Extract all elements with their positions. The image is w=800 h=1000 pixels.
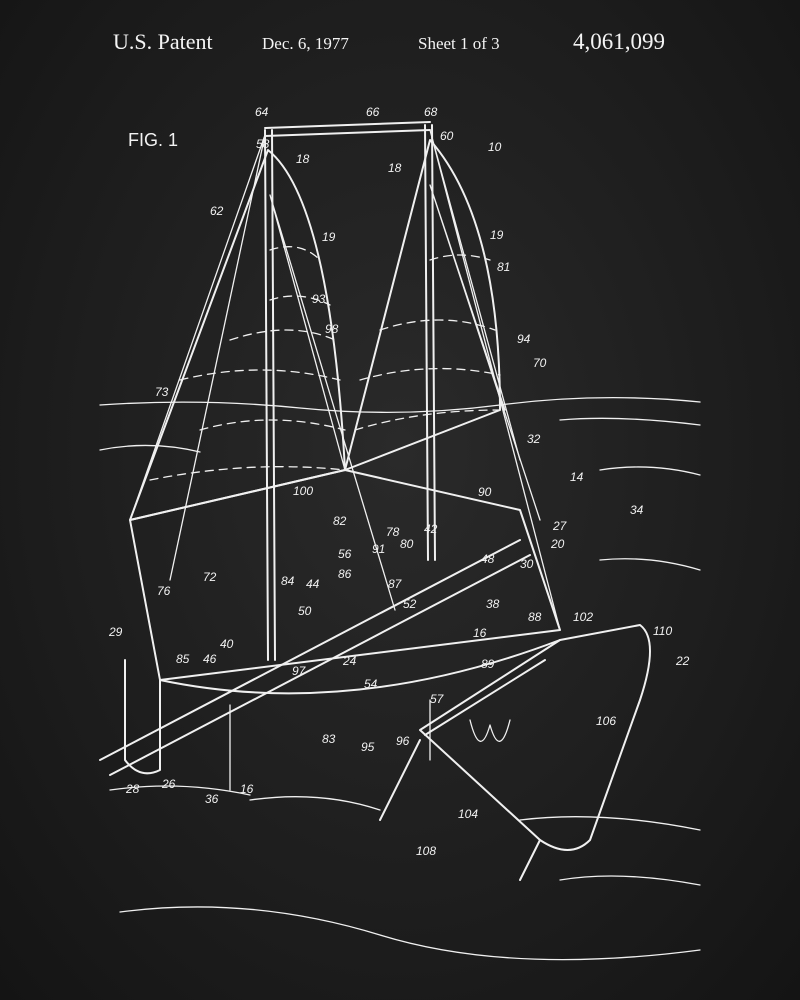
hull-frame	[99, 469, 651, 881]
sheet-number: Sheet 1 of 3	[418, 34, 500, 53]
reference-numeral: 88	[528, 610, 542, 624]
reference-numeral: 19	[322, 230, 336, 244]
reference-numeral: 38	[486, 597, 500, 611]
reference-numeral: 102	[573, 610, 593, 624]
patent-label: U.S. Patent	[113, 29, 213, 54]
reference-numeral: 46	[203, 652, 217, 666]
reference-numeral: 16	[473, 626, 487, 640]
water-waves	[99, 397, 701, 961]
reference-numeral: 94	[517, 332, 531, 346]
rigging	[129, 121, 561, 661]
reference-numeral: 81	[497, 260, 510, 274]
reference-numeral: 87	[388, 577, 403, 591]
sails	[129, 139, 501, 521]
reference-numeral: 36	[205, 792, 219, 806]
reference-numeral: 98	[325, 322, 339, 336]
reference-numeral: 83	[322, 732, 336, 746]
reference-numeral: 20	[550, 537, 565, 551]
reference-numeral: 24	[342, 654, 357, 668]
reference-numeral: 34	[630, 503, 644, 517]
reference-numeral: 82	[333, 514, 347, 528]
reference-numeral: 48	[481, 552, 495, 566]
reference-numeral: 42	[424, 522, 438, 536]
reference-numeral: 90	[478, 485, 492, 499]
reference-numeral: 58	[256, 137, 270, 151]
reference-numeral: 40	[220, 637, 234, 651]
reference-numeral: 66	[366, 105, 380, 119]
reference-numeral: 100	[293, 484, 313, 498]
reference-numeral: 91	[372, 542, 385, 556]
reference-numeral: 62	[210, 204, 224, 218]
reference-numeral: 78	[386, 525, 400, 539]
reference-numeral: 16	[240, 782, 254, 796]
reference-numeral: 70	[533, 356, 547, 370]
reference-numeral: 108	[416, 844, 436, 858]
reference-numeral: 104	[458, 807, 478, 821]
reference-numeral: 80	[400, 537, 414, 551]
reference-numeral: 84	[281, 574, 295, 588]
reference-numeral: 18	[296, 152, 310, 166]
reference-numeral: 96	[396, 734, 410, 748]
reference-numeral: 10	[488, 140, 502, 154]
reference-numeral: 64	[255, 105, 269, 119]
patent-date: Dec. 6, 1977	[262, 34, 349, 53]
reference-numeral: 52	[403, 597, 417, 611]
reference-numeral: 85	[176, 652, 190, 666]
reference-numeral: 93	[312, 292, 326, 306]
reference-numeral: 97	[292, 664, 307, 678]
reference-numeral: 95	[361, 740, 375, 754]
reference-numeral: 22	[675, 654, 690, 668]
reference-numeral: 50	[298, 604, 312, 618]
reference-numeral: 57	[430, 692, 445, 706]
reference-numeral: 44	[306, 577, 320, 591]
reference-numeral: 89	[481, 657, 495, 671]
reference-numeral: 29	[108, 625, 123, 639]
reference-numeral: 19	[490, 228, 504, 242]
patent-number: 4,061,099	[573, 29, 665, 54]
reference-numeral: 56	[338, 547, 352, 561]
reference-numerals: 64 66 68 58 60 10 18 18 62 19 19 81 93 9…	[108, 105, 690, 858]
reference-numeral: 27	[552, 519, 568, 533]
reference-numeral: 106	[596, 714, 616, 728]
reference-numeral: 76	[157, 584, 171, 598]
figure-title: FIG. 1	[128, 130, 178, 150]
reference-numeral: 73	[155, 385, 169, 399]
reference-numeral: 110	[653, 624, 672, 638]
reference-numeral: 86	[338, 567, 352, 581]
reference-numeral: 30	[520, 557, 534, 571]
reference-numeral: 14	[570, 470, 584, 484]
reference-numeral: 54	[364, 677, 378, 691]
reference-numeral: 32	[527, 432, 541, 446]
reference-numeral: 18	[388, 161, 402, 175]
reference-numeral: 26	[161, 777, 176, 791]
reference-numeral: 60	[440, 129, 454, 143]
reference-numeral: 68	[424, 105, 438, 119]
reference-numeral: 28	[125, 782, 140, 796]
reference-numeral: 72	[203, 570, 217, 584]
